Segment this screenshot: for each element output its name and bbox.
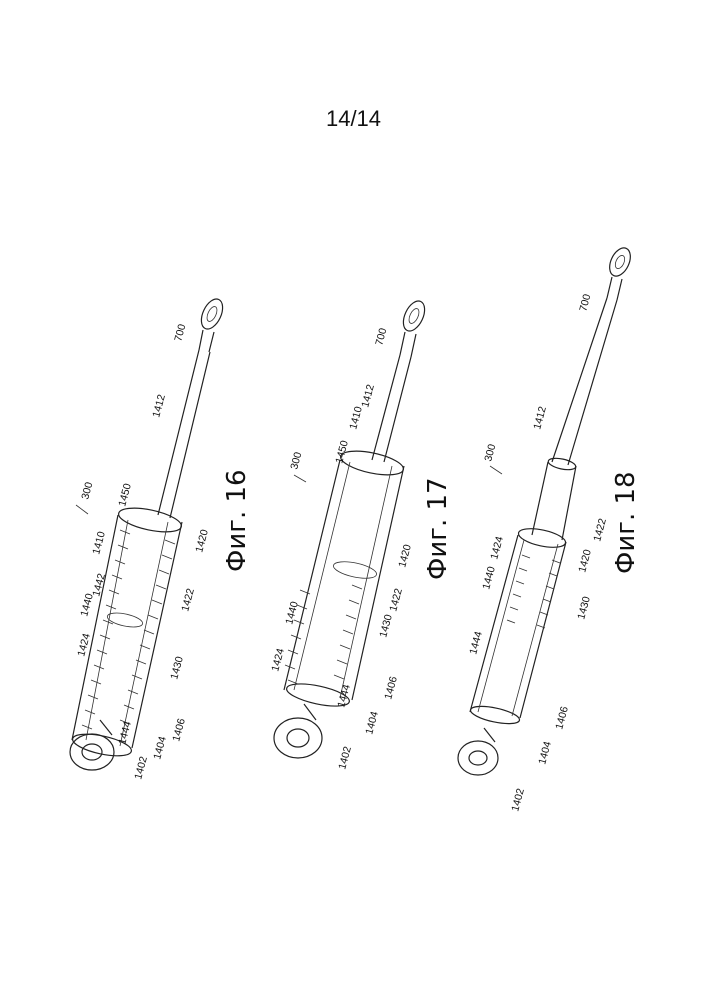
fig17-cylinder: [284, 447, 405, 711]
fig17-label-300: 300: [288, 451, 304, 471]
fig16-rod: [158, 350, 210, 518]
fig16-label-700: 700: [172, 323, 188, 343]
fig18-label-1404: 1404: [536, 740, 554, 766]
fig18-label-1402: 1402: [509, 787, 527, 813]
fig16-label-1420: 1420: [193, 528, 211, 554]
fig18-label-1430: 1430: [575, 595, 593, 621]
fig18-label-700: 700: [577, 293, 593, 313]
fig16-label-1412: 1412: [150, 393, 168, 419]
fig17-bottom-eye: [274, 704, 322, 758]
fig18-cylinder: [469, 525, 567, 727]
fig18-rod-end: [606, 245, 635, 300]
fig17-rod: [372, 355, 411, 462]
figure-18: 300 700 1412 1424 1440 1444 1422 1420 14…: [458, 245, 641, 813]
fig17-label-1422: 1422: [387, 587, 405, 613]
fig16-caption: Фиг. 16: [222, 469, 252, 572]
fig16-label-1422: 1422: [179, 587, 197, 613]
fig17-label-1404: 1404: [363, 710, 381, 736]
fig16-label-1444: 1444: [116, 720, 134, 746]
fig17-label-1410: 1410: [347, 405, 365, 431]
fig17-label-700: 700: [373, 327, 389, 347]
fig18-label-1420: 1420: [576, 548, 594, 574]
fig18-bottom-eye: [458, 728, 498, 775]
fig18-label-300: 300: [482, 443, 498, 463]
fig18-rod: [552, 298, 617, 465]
fig17-label-1412: 1412: [359, 383, 377, 409]
fig16-label-1424: 1424: [75, 632, 93, 658]
fig16-label-1430: 1430: [168, 655, 186, 681]
figure-16: 300 700 1412 1450 1410 1442 1440 1424 14…: [70, 296, 252, 781]
fig18-label-1440: 1440: [480, 565, 498, 591]
fig16-label-1442: 1442: [90, 572, 108, 598]
fig17-rod-end: [399, 298, 429, 357]
fig17-label-1402: 1402: [336, 745, 354, 771]
fig18-label-1412: 1412: [531, 405, 549, 431]
fig16-label-1406: 1406: [170, 717, 188, 743]
fig18-caption: Фиг. 18: [611, 471, 641, 574]
figure-17: 300 700 1412 1410 1450 1440 1424 1420 14…: [269, 298, 453, 771]
fig17-label-1444: 1444: [335, 683, 353, 709]
fig18-label-1444: 1444: [467, 630, 485, 656]
fig17-label-1406: 1406: [382, 675, 400, 701]
fig16-rod-end: [197, 296, 227, 352]
fig16-label-1410: 1410: [90, 530, 108, 556]
fig17-label-1424: 1424: [269, 647, 287, 673]
fig16-label-1450: 1450: [116, 482, 134, 508]
fig18-label-1406: 1406: [553, 705, 571, 731]
fig16-label-1402: 1402: [132, 755, 150, 781]
fig16-label-1404: 1404: [151, 735, 169, 761]
fig18-label-1424: 1424: [488, 535, 506, 561]
fig17-caption: Фиг. 17: [423, 477, 453, 580]
fig18-label-1422: 1422: [591, 517, 609, 543]
fig16-label-300: 300: [79, 481, 95, 501]
fig17-label-1430: 1430: [377, 613, 395, 639]
fig17-label-1450: 1450: [333, 439, 351, 465]
fig16-label-1440: 1440: [78, 592, 96, 618]
fig18-outer-tube: [532, 456, 577, 540]
fig17-label-1420: 1420: [396, 543, 414, 569]
